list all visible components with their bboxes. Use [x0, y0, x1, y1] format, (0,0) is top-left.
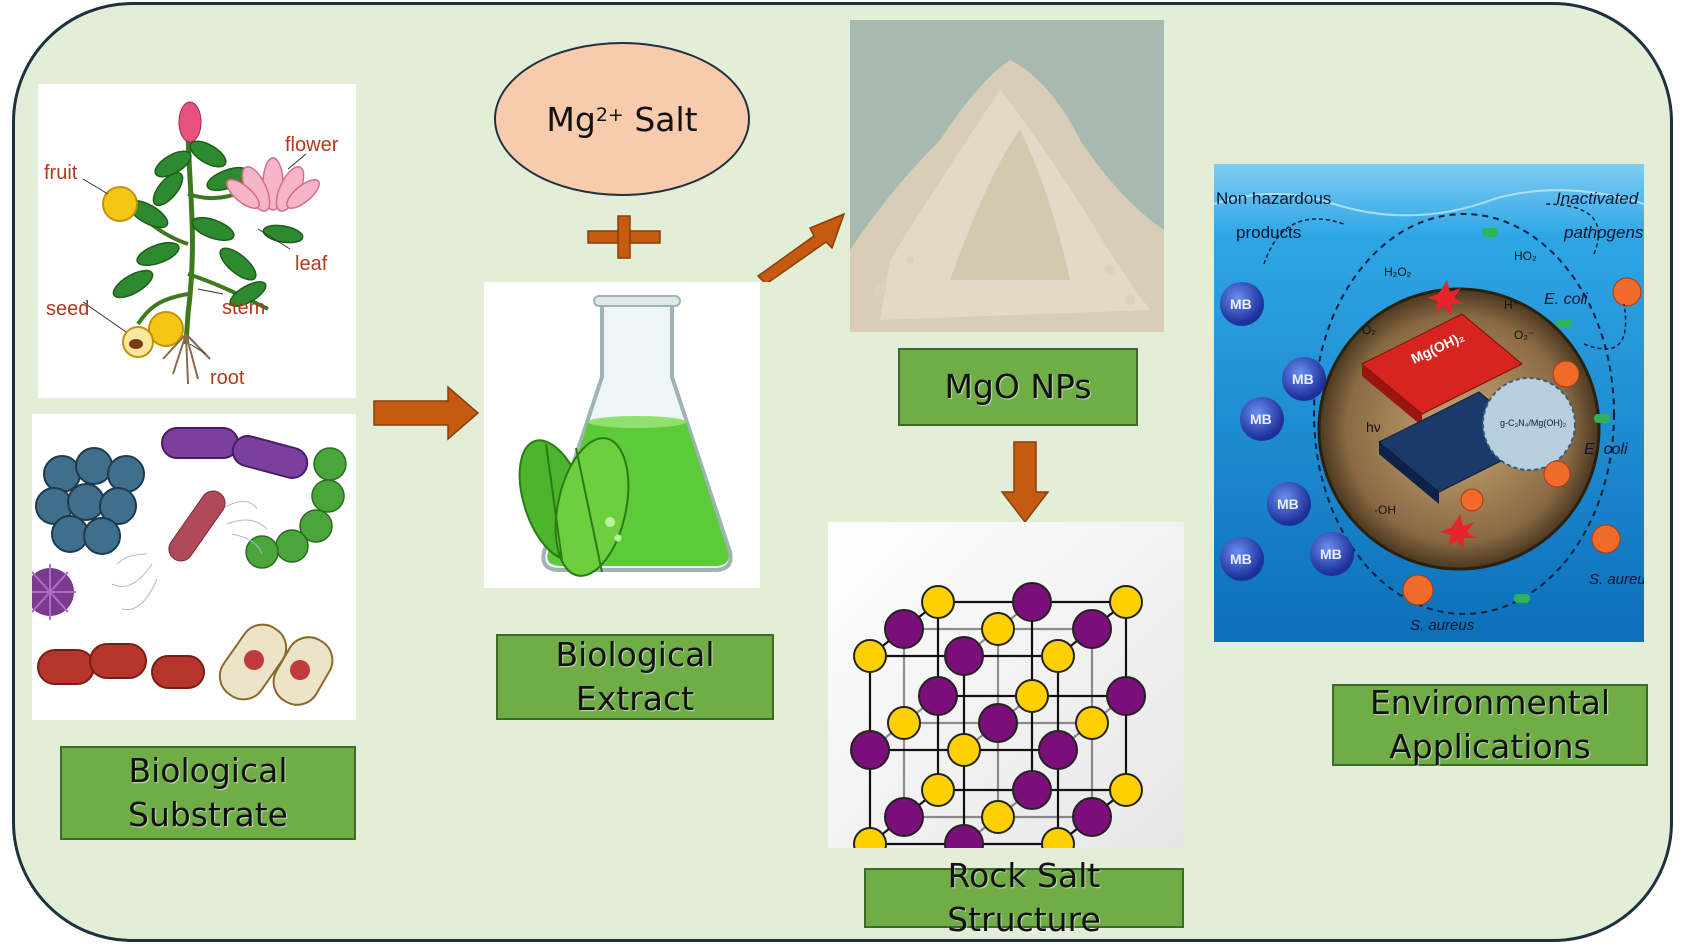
text-o2-minus: O₂⁻	[1514, 328, 1534, 342]
text-pathogens: pathogens	[1563, 223, 1644, 242]
environmental-scene: Non hazardous products Inactivated patho…	[1214, 164, 1644, 642]
atom-mg	[918, 676, 958, 716]
atom-o	[921, 773, 955, 807]
text-mb-5: MB	[1230, 551, 1252, 567]
atom-mg	[1072, 609, 1112, 649]
atom-o	[853, 827, 887, 848]
text-ho2: HO₂	[1514, 249, 1537, 263]
label-fruit: fruit	[44, 162, 78, 184]
atom-mg	[850, 730, 890, 770]
label-mgo-nps: MgO NPs	[898, 348, 1138, 426]
atom-mg	[1038, 730, 1078, 770]
atom-mg	[978, 703, 1018, 743]
flask-image	[484, 282, 760, 588]
arrow-down-icon	[1000, 441, 1050, 524]
atom-o	[853, 639, 887, 673]
microbes-illustration	[32, 427, 347, 706]
atom-mg	[1012, 582, 1052, 622]
atom-o	[1109, 585, 1143, 619]
text-oh: ·OH	[1374, 503, 1396, 517]
text-saureus-1: S. aureus	[1589, 571, 1644, 588]
label-biological-substrate: Biological Substrate	[60, 746, 356, 840]
text-ecoli-2: E. coli	[1584, 441, 1628, 458]
text-hv: hν	[1366, 419, 1381, 435]
plus-icon	[587, 215, 661, 259]
atom-mg	[1012, 770, 1052, 810]
atom-o	[1015, 679, 1049, 713]
atom-mg	[1106, 676, 1146, 716]
plant-image: fruit flower leaf seed stem root	[38, 84, 356, 398]
microbes-image	[32, 414, 356, 720]
label-root: root	[210, 367, 245, 389]
arrow-diagonal-icon	[756, 212, 846, 282]
label-biological-extract: Biological Extract	[496, 634, 774, 720]
salt-charge: 2+	[595, 104, 624, 126]
atom-mg	[884, 797, 924, 837]
text-inactivated: Inactivated	[1556, 189, 1639, 208]
atom-o	[1041, 827, 1075, 848]
label-seed: seed	[46, 298, 89, 320]
atom-mg	[944, 824, 984, 848]
rock-salt-lattice	[828, 522, 1184, 848]
label-environmental-applications: Environmental Applications	[1332, 683, 1648, 766]
arrow-right-icon	[373, 385, 480, 441]
atom-o	[947, 733, 981, 767]
plant-illustration: fruit flower leaf seed stem root	[44, 101, 339, 389]
atom-mg	[884, 609, 924, 649]
powder-illustration	[850, 20, 1164, 332]
text-saureus-2: S. aureus	[1410, 617, 1475, 634]
atom-o	[1109, 773, 1143, 807]
text-non-hazardous: Non hazardous	[1216, 189, 1331, 208]
text-mb-1: MB	[1230, 296, 1252, 312]
text-mb-4: MB	[1277, 496, 1299, 512]
label-leaf: leaf	[295, 253, 328, 275]
text-h2o2: H₂O₂	[1384, 265, 1412, 279]
mgo-powder-image	[850, 20, 1164, 332]
atom-o	[981, 800, 1015, 834]
atom-mg	[1072, 797, 1112, 837]
label-flower: flower	[285, 134, 339, 156]
text-composite: g-C₃N₄/Mg(OH)₂	[1500, 418, 1567, 428]
text-mb-2: MB	[1250, 411, 1272, 427]
salt-prefix: Mg	[546, 99, 596, 139]
flask-illustration	[518, 295, 733, 577]
salt-suffix: Salt	[623, 99, 698, 139]
text-hplus: H⁺	[1504, 298, 1519, 312]
text-mb-6: MB	[1320, 546, 1342, 562]
atom-mg	[944, 636, 984, 676]
label-rock-salt-structure: Rock Salt Structure	[864, 856, 1184, 939]
text-products: products	[1236, 223, 1301, 242]
text-o2: O₂	[1362, 323, 1376, 337]
atom-o	[921, 585, 955, 619]
atom-o	[1041, 639, 1075, 673]
environmental-applications-image: Non hazardous products Inactivated patho…	[1214, 164, 1644, 642]
text-ecoli-1: E. coli	[1544, 291, 1588, 308]
label-stem: stem	[222, 297, 265, 319]
text-mb-3: MB	[1292, 371, 1314, 387]
atom-o	[887, 706, 921, 740]
rock-salt-structure-image	[828, 522, 1184, 848]
atom-o	[1075, 706, 1109, 740]
atom-o	[981, 612, 1015, 646]
